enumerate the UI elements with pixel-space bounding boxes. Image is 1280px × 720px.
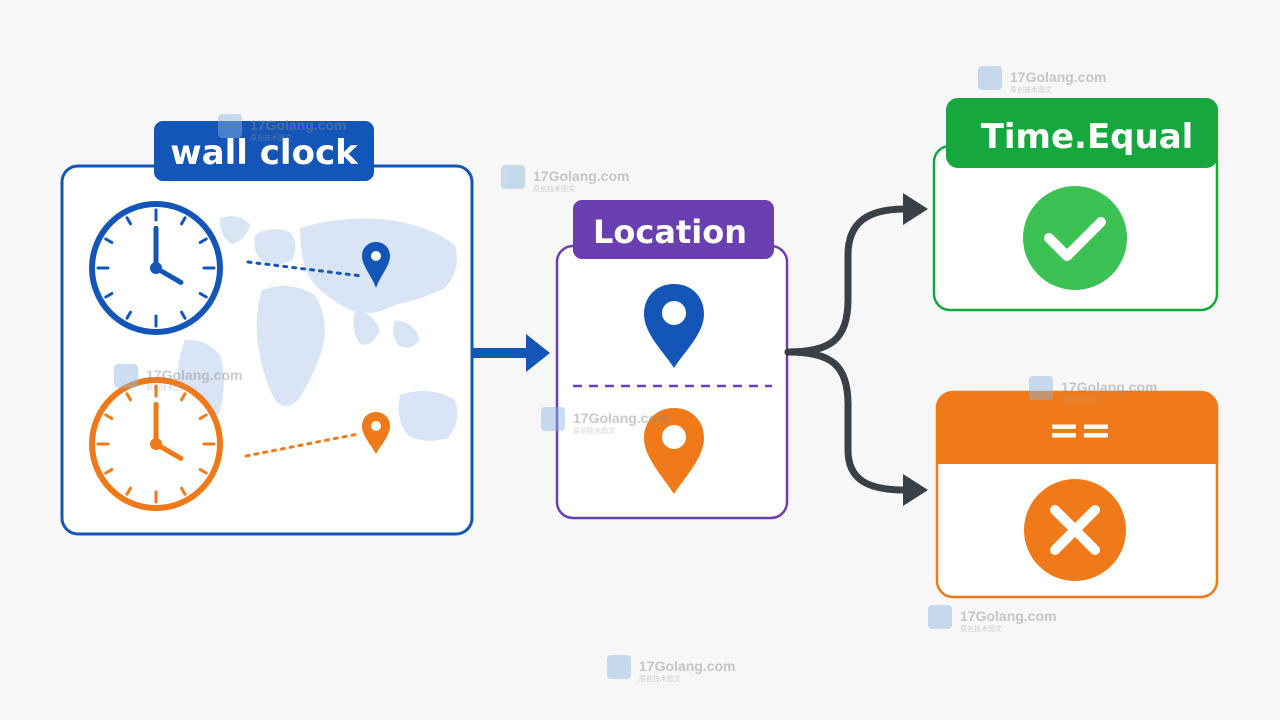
clock-tick xyxy=(180,310,187,320)
time-equal-label-box xyxy=(946,98,1218,168)
arrowhead-top-icon xyxy=(903,193,928,225)
watermark: 17Golang.com 原创技术图文 xyxy=(541,407,669,435)
watermark-text: 17Golang.com xyxy=(1010,69,1106,85)
time-equal-label: Time.Equal xyxy=(981,117,1194,157)
clock-tick xyxy=(180,486,187,496)
watermark-text: 17Golang.com xyxy=(573,410,669,426)
watermark-text: 17Golang.com xyxy=(960,608,1056,624)
location-label: Location xyxy=(593,213,747,251)
watermark-text: 17Golang.com xyxy=(250,117,346,133)
clock-tick xyxy=(104,292,114,299)
location-label-box xyxy=(573,200,774,259)
watermark-logo-icon xyxy=(607,655,631,679)
watermark: 17Golang.com 原创技术图文 xyxy=(607,655,735,683)
watermark-subtext: 原创技术图文 xyxy=(533,184,575,193)
arrow-to-time-equal-icon xyxy=(784,205,909,356)
orange-map-pin-icon xyxy=(362,412,390,454)
watermark-subtext: 原创技术图文 xyxy=(960,624,1002,633)
clock-tick xyxy=(198,413,208,420)
blue-map-pin-icon xyxy=(362,242,390,288)
watermark-text: 17Golang.com xyxy=(146,367,242,383)
wall-clock-label-box xyxy=(154,121,374,181)
clock-tick xyxy=(198,237,208,244)
clock-tick xyxy=(198,292,208,299)
blue-location-pin-icon xyxy=(644,284,704,368)
orange-clock-icon xyxy=(89,377,223,511)
branch-arrows xyxy=(784,205,909,494)
clock-tick xyxy=(180,216,187,226)
watermark-logo-icon xyxy=(928,605,952,629)
watermark-subtext: 原创技术图文 xyxy=(639,674,681,683)
clock-tick xyxy=(104,237,114,244)
watermark: 17Golang.com 原创技术图文 xyxy=(928,605,1056,633)
clock-tick xyxy=(198,468,208,475)
double-equals-label: == xyxy=(1048,408,1112,452)
watermark-text: 17Golang.com xyxy=(1061,379,1157,395)
watermark-logo-icon xyxy=(114,364,138,388)
arrowhead-bottom-icon xyxy=(903,474,928,506)
clock-tick xyxy=(104,413,114,420)
watermark-subtext: 原创技术图文 xyxy=(146,383,188,392)
watermark-logo-icon xyxy=(1029,376,1053,400)
blue-clock-icon xyxy=(89,201,223,335)
watermark: 17Golang.com 原创技术图文 xyxy=(978,66,1106,94)
watermark-logo-icon xyxy=(501,165,525,189)
orange-location-pin-icon xyxy=(644,408,704,494)
watermark: 17Golang.com 原创技术图文 xyxy=(114,364,242,392)
watermark-logo-icon xyxy=(218,114,242,138)
check-icon xyxy=(1023,186,1127,290)
double-equals-panel: == xyxy=(935,390,1219,599)
double-equals-label-box xyxy=(937,392,1217,464)
watermark-text: 17Golang.com xyxy=(533,168,629,184)
watermark-subtext: 原创技术图文 xyxy=(1010,85,1052,94)
clock-tick xyxy=(125,486,132,496)
location-panel: Location xyxy=(555,200,789,520)
watermark-logo-icon xyxy=(978,66,1002,90)
watermark: 17Golang.com 原创技术图文 xyxy=(501,165,629,193)
time-equal-panel: Time.Equal xyxy=(932,98,1219,312)
watermark-subtext: 原创技术图文 xyxy=(573,426,615,435)
wall-clock-label: wall clock xyxy=(170,133,359,173)
watermark: 17Golang.com 原创技术图文 xyxy=(218,114,346,142)
clock-tick xyxy=(125,216,132,226)
arrow-to-double-equals-icon xyxy=(784,348,909,494)
clock-tick xyxy=(125,310,132,320)
watermark-subtext: 原创技术图文 xyxy=(250,133,292,142)
watermark: 17Golang.com 原创技术图文 xyxy=(1029,376,1157,404)
watermark-logo-icon xyxy=(541,407,565,431)
watermark-subtext: 原创技术图文 xyxy=(1061,395,1103,404)
clock-tick xyxy=(104,468,114,475)
clock-tick xyxy=(125,392,132,402)
watermark-text: 17Golang.com xyxy=(639,658,735,674)
wall-clock-panel: wall clock xyxy=(60,121,474,536)
cross-icon xyxy=(1024,479,1126,581)
clock-tick xyxy=(180,392,187,402)
orange-dotted-connector xyxy=(244,432,360,458)
blue-dotted-connector xyxy=(246,260,364,278)
arrow-to-location-icon xyxy=(472,334,550,372)
